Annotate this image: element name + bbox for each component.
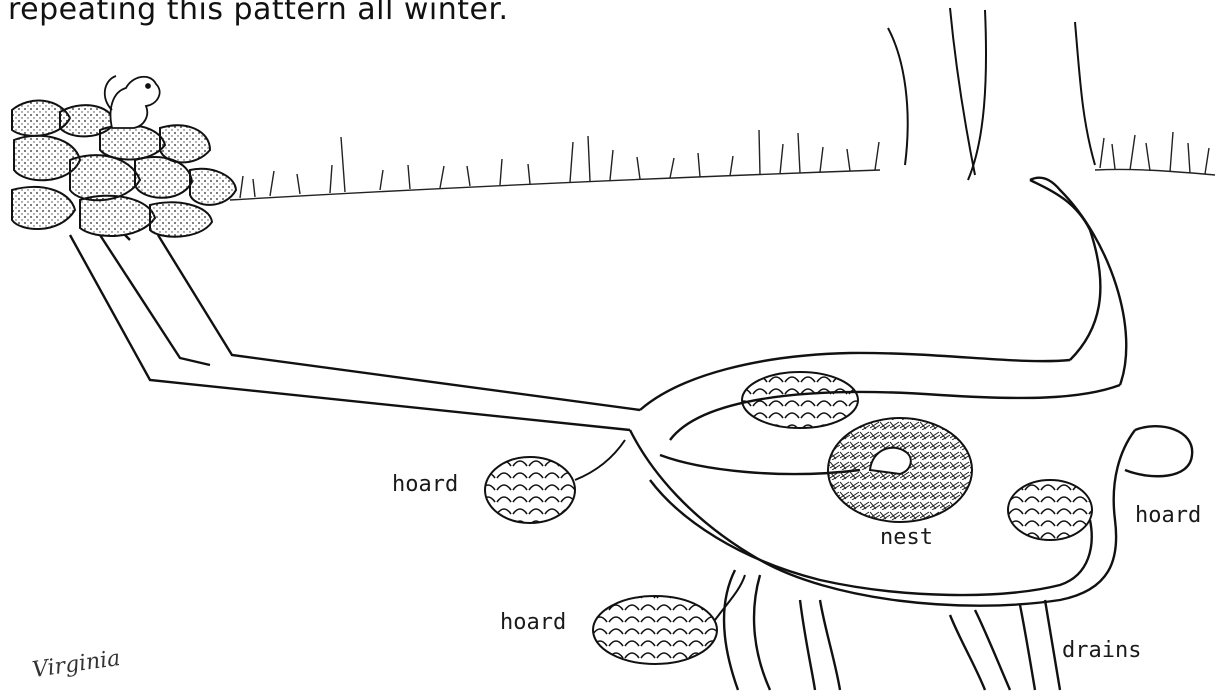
grass-icon: [230, 130, 1215, 200]
tree-root-icon: [888, 8, 1095, 180]
drains-label: drains: [1062, 638, 1141, 663]
hoard-label-left: hoard: [392, 472, 458, 497]
caption-text: repeating this pattern all winter.: [8, 0, 509, 27]
hoard-label-right: hoard: [1135, 503, 1201, 528]
food-hoard-icon: [485, 372, 1092, 664]
hoard-label-bottom: hoard: [500, 610, 566, 635]
chipmunk-icon: [105, 76, 160, 128]
nest-label: nest: [880, 525, 933, 550]
nest-icon: [828, 418, 972, 522]
